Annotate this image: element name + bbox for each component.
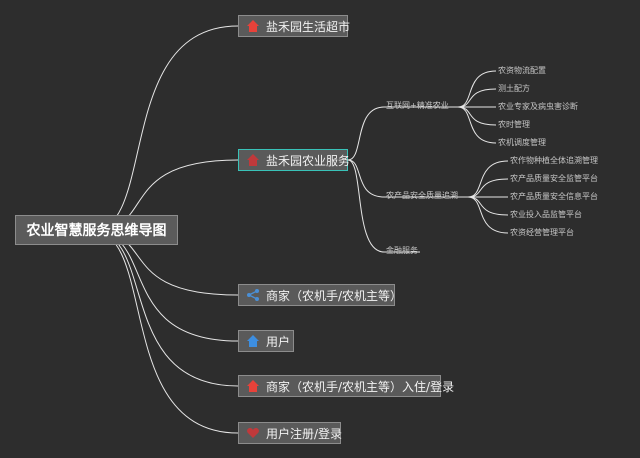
connector-line — [91, 25, 239, 232]
red-house-icon — [247, 154, 259, 166]
branch-label: 商家（农机手/农机主等） — [266, 288, 403, 303]
branch-merchant-login[interactable]: 商家（农机手/农机主等）入住/登录 — [238, 375, 454, 397]
blue-house-icon — [247, 335, 259, 347]
leaf-topic[interactable]: 农业投入品监管平台 — [510, 210, 582, 219]
connector-line — [457, 106, 497, 144]
heart-icon — [247, 428, 259, 438]
branch-agri-service[interactable]: 盐禾园农业服务 — [238, 149, 351, 171]
connector-line — [457, 88, 497, 108]
red-house-icon — [247, 20, 259, 32]
leaf-topic[interactable]: 测土配方 — [498, 84, 530, 93]
leaf-topic[interactable]: 农产品质量安全信息平台 — [510, 192, 598, 201]
branch-label: 用户注册/登录 — [266, 426, 343, 441]
leaf-topic[interactable]: 农时管理 — [498, 120, 530, 129]
leaf-topic[interactable]: 农资物流配置 — [498, 66, 546, 75]
leaf-topic[interactable]: 农产品质量安全监管平台 — [510, 174, 598, 183]
leaf-topic[interactable]: 农机调度管理 — [498, 138, 546, 147]
sub-topic-precision-agri[interactable]: 互联网+精准农业 — [386, 101, 449, 110]
branch-user-register[interactable]: 用户注册/登录 — [238, 422, 343, 444]
branch-label: 用户 — [266, 334, 291, 349]
connector-line — [467, 196, 509, 234]
leaf-topic[interactable]: 农作物种植全体追溯管理 — [510, 156, 598, 165]
connector-line — [91, 230, 239, 342]
connector-line — [91, 230, 239, 434]
branch-supermarket[interactable]: 盐禾园生活超市 — [238, 15, 351, 37]
connector-line — [91, 230, 239, 387]
leaf-topic[interactable]: 农资经营管理平台 — [510, 228, 574, 237]
connector-line — [467, 196, 509, 216]
connector-line — [457, 106, 497, 126]
branch-label: 盐禾园农业服务 — [266, 153, 351, 168]
connector-line — [467, 178, 509, 198]
sub-topic-finance[interactable]: 金融服务 — [386, 246, 418, 255]
branch-user[interactable]: 用户 — [238, 330, 294, 352]
share-icon — [247, 289, 259, 301]
branch-label: 商家（农机手/农机主等）入住/登录 — [266, 379, 455, 394]
branch-label: 盐禾园生活超市 — [266, 19, 351, 34]
connector-line — [347, 159, 385, 253]
leaf-topic[interactable]: 农业专家及病虫害诊断 — [498, 102, 578, 111]
connector-line — [347, 159, 385, 198]
red-house-icon — [247, 380, 259, 392]
root-node[interactable]: 农业智慧服务思维导图 — [15, 215, 178, 245]
connector-line — [347, 106, 385, 161]
branch-merchant[interactable]: 商家（农机手/农机主等） — [238, 284, 402, 306]
sub-topic-traceability[interactable]: 农产品安全质量追溯 — [386, 191, 458, 200]
